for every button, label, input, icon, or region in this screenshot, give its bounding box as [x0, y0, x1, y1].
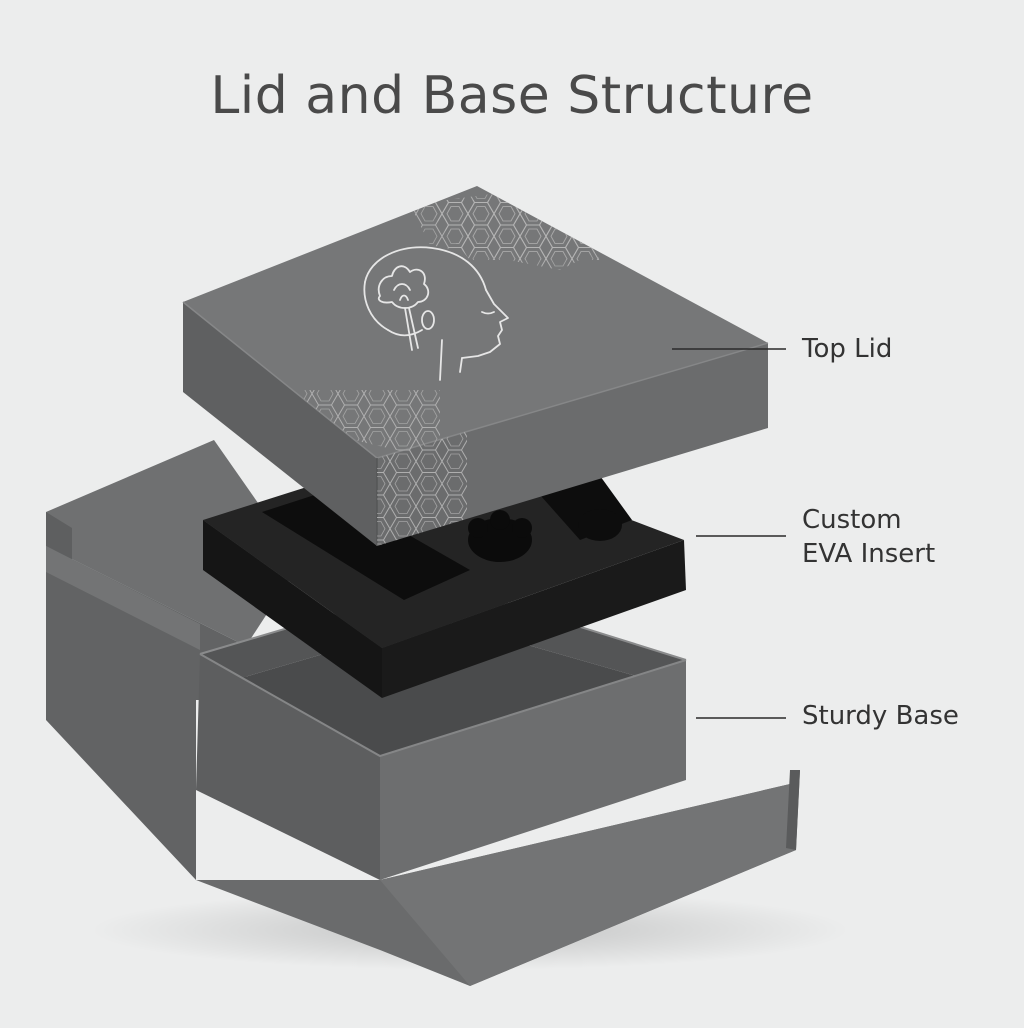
left-flap-crease — [46, 546, 200, 650]
callout-label-sturdy-base: Sturdy Base — [802, 699, 959, 733]
base-front-rim — [199, 653, 687, 758]
folding-flaps — [46, 440, 800, 986]
callout-lines — [672, 348, 786, 719]
left-flap-inner — [46, 440, 300, 646]
callout-text-eva-line1: Custom — [802, 505, 902, 535]
foam-front — [382, 540, 686, 698]
foam-left — [203, 520, 382, 698]
woman-profile-with-lotus-line-art-icon — [363, 246, 509, 381]
left-flap-edge — [46, 512, 72, 560]
callout-text-sturdy-base: Sturdy Base — [802, 701, 959, 731]
callout-label-top-lid: Top Lid — [802, 332, 892, 366]
hexagon-pattern-lid-bottom — [300, 390, 440, 458]
base-left-wall — [196, 654, 380, 880]
base-front-wall — [380, 660, 686, 880]
callout-text-top-lid: Top Lid — [802, 334, 893, 364]
lid-front-face — [377, 343, 768, 546]
callout-text-eva-line2: EVA Insert — [802, 539, 936, 569]
diagram-title: Lid and Base Structure — [210, 66, 814, 126]
top-lid — [182, 186, 769, 546]
lid-left-face — [183, 302, 377, 546]
front-flap-inner — [380, 784, 796, 986]
callout-label-eva-insert: Custom EVA Insert — [802, 503, 935, 571]
front-flap-edge — [786, 770, 800, 850]
foam-cutout-left — [262, 490, 470, 600]
